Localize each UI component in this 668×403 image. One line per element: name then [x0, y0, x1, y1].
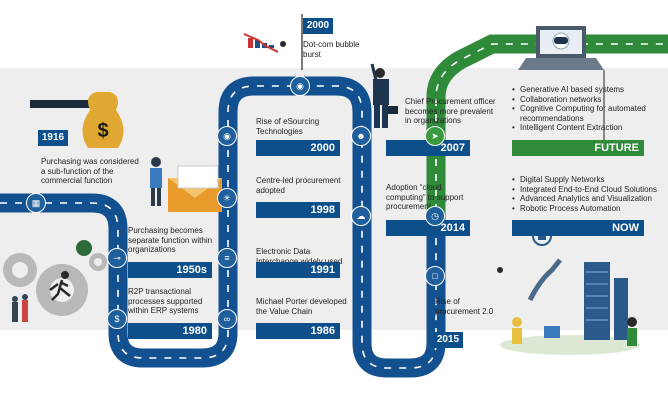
phone-icon: □ — [425, 266, 445, 286]
svg-text:$: $ — [97, 120, 108, 142]
now-item: Integrated End-to-End Cloud Solutions — [512, 185, 668, 195]
share-icon: ⊸ — [107, 248, 127, 268]
milestone-1980-text: R2P transactional processes supported wi… — [128, 287, 203, 316]
year-tag-now: NOW — [512, 220, 644, 236]
future-item: Generative AI based systems — [512, 85, 668, 95]
bag-icon: ▦ — [26, 193, 46, 213]
globe-icon: ◉ — [290, 76, 310, 96]
future-item: Intelligent Content Extraction — [512, 123, 668, 133]
milestone-2007-text: Chief Procurement officer becomes more p… — [405, 97, 496, 126]
year-tag-future: FUTURE — [512, 140, 644, 156]
now-item: Advanced Analytics and Visualization — [512, 194, 668, 204]
globe-icon: ◉ — [217, 126, 237, 146]
milestone-2015-text: Rise of procurement 2.0 — [435, 297, 494, 316]
gauge-icon: ◷ — [425, 206, 445, 226]
year-tag-1950s: 1950s — [128, 262, 212, 278]
year-tag-1986: 1986 — [256, 323, 340, 339]
future-list: Generative AI based systems Collaboratio… — [512, 85, 668, 133]
dotcom-chart-illustration — [243, 33, 286, 53]
rocket-icon: ➤ — [425, 126, 445, 146]
year-flag-1916: 1916 — [38, 130, 68, 146]
list-icon: ≡ — [217, 248, 237, 268]
link-icon: ∞ — [217, 309, 237, 329]
network-icon: ✳ — [217, 188, 237, 208]
milestone-1916-text: Purchasing was considered a sub-function… — [41, 157, 139, 186]
future-tech-illustration — [497, 226, 640, 355]
envelope-illustration — [150, 157, 222, 212]
year-flag-2000: 2000 — [303, 18, 333, 34]
gears-illustration — [3, 240, 107, 316]
future-item: Cognitive Computing for automated recomm… — [512, 104, 668, 123]
milestone-1986-text: Michael Porter developed the Value Chain — [256, 297, 347, 316]
laptop-robot-illustration — [518, 26, 604, 70]
year-tag-2000: 2000 — [256, 140, 340, 156]
cpo-figure — [370, 63, 398, 128]
milestone-2014-text: Adoption “cloud computing” to support pr… — [386, 183, 464, 212]
year-tag-1980: 1980 — [128, 323, 212, 339]
runner-figure — [49, 271, 71, 301]
now-list: Digital Supply Networks Integrated End-t… — [512, 175, 668, 213]
now-item: Digital Supply Networks — [512, 175, 668, 185]
future-item: Collaboration networks — [512, 95, 668, 105]
team-figures — [12, 294, 28, 322]
year-tag-2007: 2007 — [386, 140, 470, 156]
milestone-2000-text: Rise of eSourcing Technologies — [256, 117, 320, 136]
dotcom-text: Dot-com bubble burst — [303, 40, 360, 59]
milestone-1998-text: Centre-led procurement adopted — [256, 176, 341, 195]
now-item: Robotic Process Automation — [512, 204, 668, 214]
money-bag-icon: $ — [107, 309, 127, 329]
money-bag-illustration: $ — [30, 92, 124, 148]
year-tag-1998: 1998 — [256, 202, 340, 218]
timeline-road — [0, 76, 446, 378]
year-flag-2015: 2015 — [433, 332, 463, 348]
milestone-1991-text: Electronic Data Interchange widely used — [256, 247, 342, 266]
cloud-icon: ☁ — [351, 206, 371, 226]
year-tag-2014: 2014 — [386, 220, 470, 236]
person-icon: ☻ — [351, 126, 371, 146]
milestone-1950s-text: Purchasing becomes separate function wit… — [128, 226, 213, 255]
year-tag-1991: 1991 — [256, 262, 340, 278]
